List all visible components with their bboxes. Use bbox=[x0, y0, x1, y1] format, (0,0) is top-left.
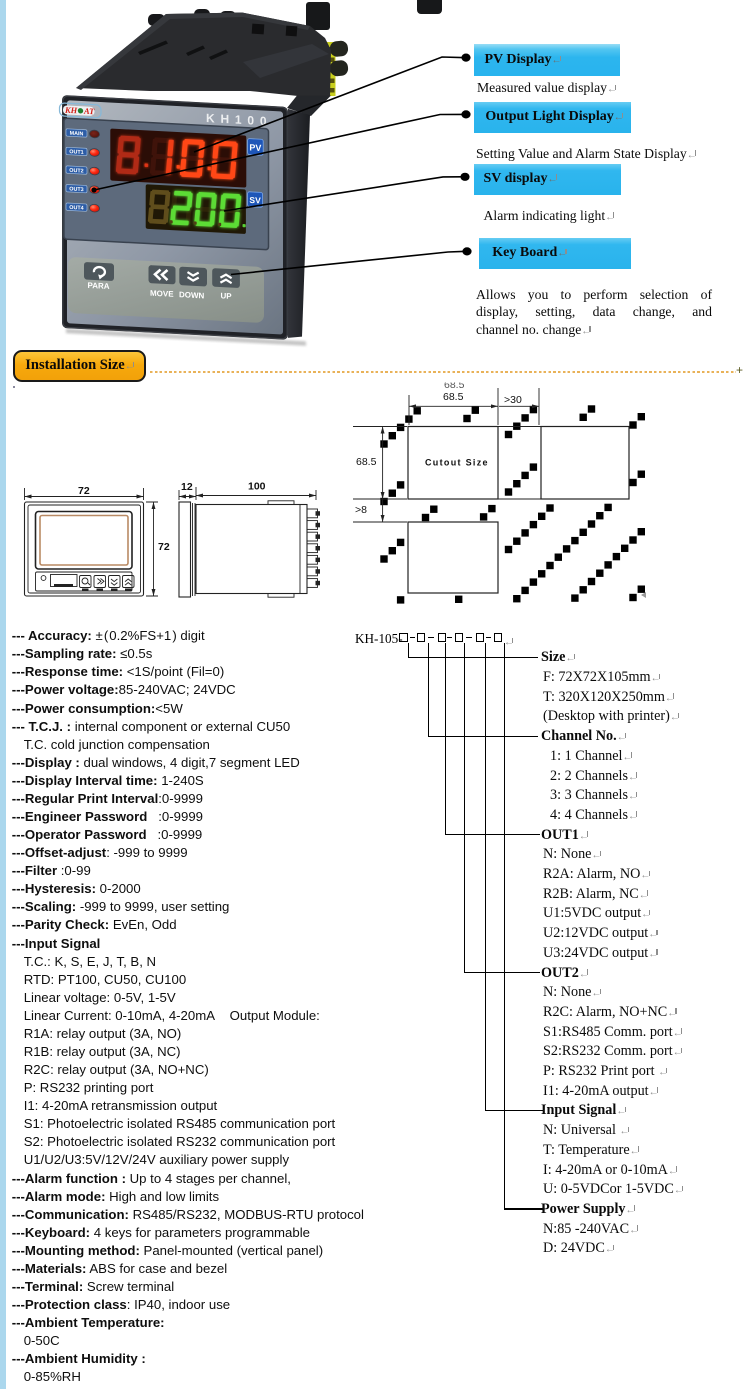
svg-text:AT: AT bbox=[83, 106, 95, 117]
svg-text:OUT1: OUT1 bbox=[69, 149, 83, 156]
svg-text:68.5: 68.5 bbox=[443, 391, 464, 403]
svg-text:UP: UP bbox=[221, 291, 233, 301]
svg-text:12: 12 bbox=[181, 481, 193, 493]
svg-text:DOWN: DOWN bbox=[179, 290, 205, 300]
svg-text:>30: >30 bbox=[504, 394, 522, 406]
svg-text:OUT4: OUT4 bbox=[69, 205, 83, 212]
svg-text:PV: PV bbox=[249, 142, 261, 153]
svg-text:>8: >8 bbox=[355, 504, 367, 516]
svg-text:SV: SV bbox=[249, 195, 261, 206]
svg-text:KH: KH bbox=[64, 105, 78, 116]
svg-text:OUT3: OUT3 bbox=[69, 186, 83, 193]
svg-text:MOVE: MOVE bbox=[150, 289, 174, 299]
svg-text:Cutout Size: Cutout Size bbox=[425, 458, 489, 468]
svg-text:MAIN: MAIN bbox=[70, 131, 84, 138]
svg-text:PARA: PARA bbox=[88, 281, 110, 291]
svg-text:72: 72 bbox=[158, 541, 170, 553]
svg-text:68.5: 68.5 bbox=[356, 456, 377, 468]
svg-text:100: 100 bbox=[248, 481, 266, 493]
svg-text:72: 72 bbox=[78, 485, 90, 497]
svg-text:KH100: KH100 bbox=[206, 111, 272, 128]
svg-text:OUT2: OUT2 bbox=[69, 168, 83, 175]
